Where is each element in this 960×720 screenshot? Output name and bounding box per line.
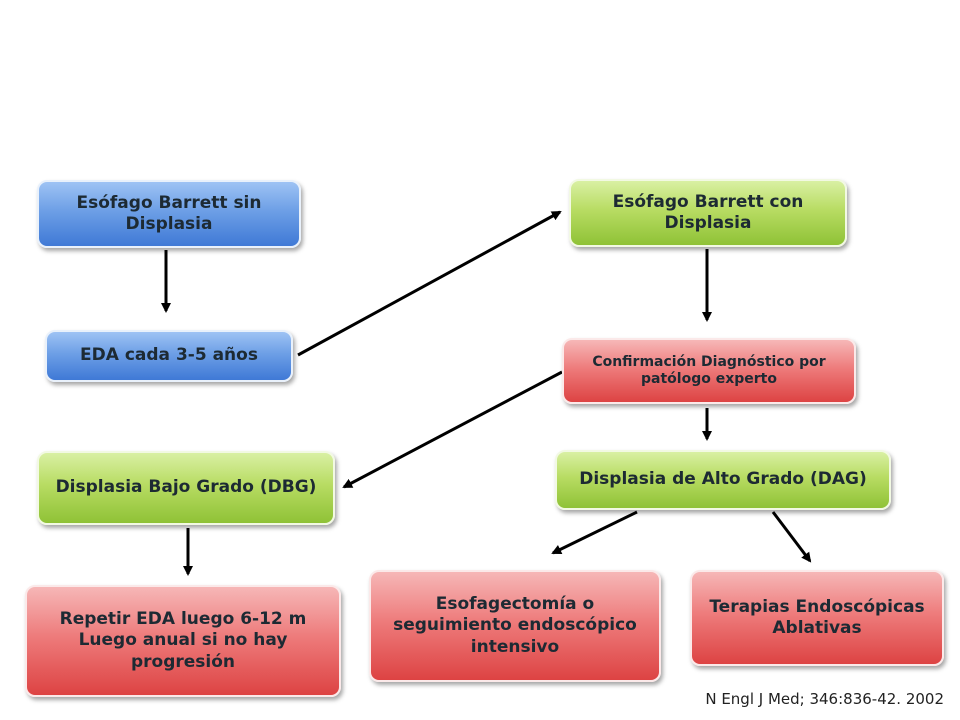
- node-esofagectomia: Esofagectomía o seguimiento endoscópico …: [369, 570, 661, 682]
- node-displasia-alto-grado-label: Displasia de Alto Grado (DAG): [579, 469, 867, 490]
- arrow-eda-to-con: [297, 210, 562, 357]
- node-confirmacion-diagnostico: Confirmación Diagnóstico por patólogo ex…: [562, 338, 856, 404]
- node-displasia-bajo-grado-label: Displasia Bajo Grado (DBG): [55, 477, 317, 498]
- node-terapias-endoscopicas: Terapias Endoscópicas Ablativas: [690, 570, 944, 666]
- node-repetir-eda-label: Repetir EDA luego 6-12 m Luego anual si …: [59, 609, 307, 672]
- citation-text: N Engl J Med; 346:836-42. 2002: [705, 690, 944, 708]
- node-repetir-eda: Repetir EDA luego 6-12 m Luego anual si …: [25, 585, 341, 697]
- node-barrett-sin-displasia-label: Esófago Barrett sin Displasia: [76, 192, 262, 234]
- node-eda-cada: EDA cada 3-5 años: [45, 330, 293, 382]
- node-barrett-sin-displasia: Esófago Barrett sin Displasia: [37, 180, 301, 248]
- arrow-confirmacion-to-dbg: [342, 370, 563, 489]
- node-confirmacion-diagnostico-label: Confirmación Diagnóstico por patólogo ex…: [592, 353, 826, 388]
- arrow-dag-to-esofagectomia: [551, 510, 638, 555]
- arrow-dag-to-terapias: [771, 511, 812, 563]
- node-displasia-alto-grado: Displasia de Alto Grado (DAG): [555, 450, 891, 510]
- node-barrett-con-displasia: Esófago Barrett con Displasia: [569, 179, 847, 247]
- node-esofagectomia-label: Esofagectomía o seguimiento endoscópico …: [393, 594, 637, 657]
- node-eda-cada-label: EDA cada 3-5 años: [80, 345, 258, 366]
- node-barrett-con-displasia-label: Esófago Barrett con Displasia: [612, 191, 804, 233]
- node-terapias-endoscopicas-label: Terapias Endoscópicas Ablativas: [709, 596, 925, 638]
- node-displasia-bajo-grado: Displasia Bajo Grado (DBG): [37, 451, 335, 525]
